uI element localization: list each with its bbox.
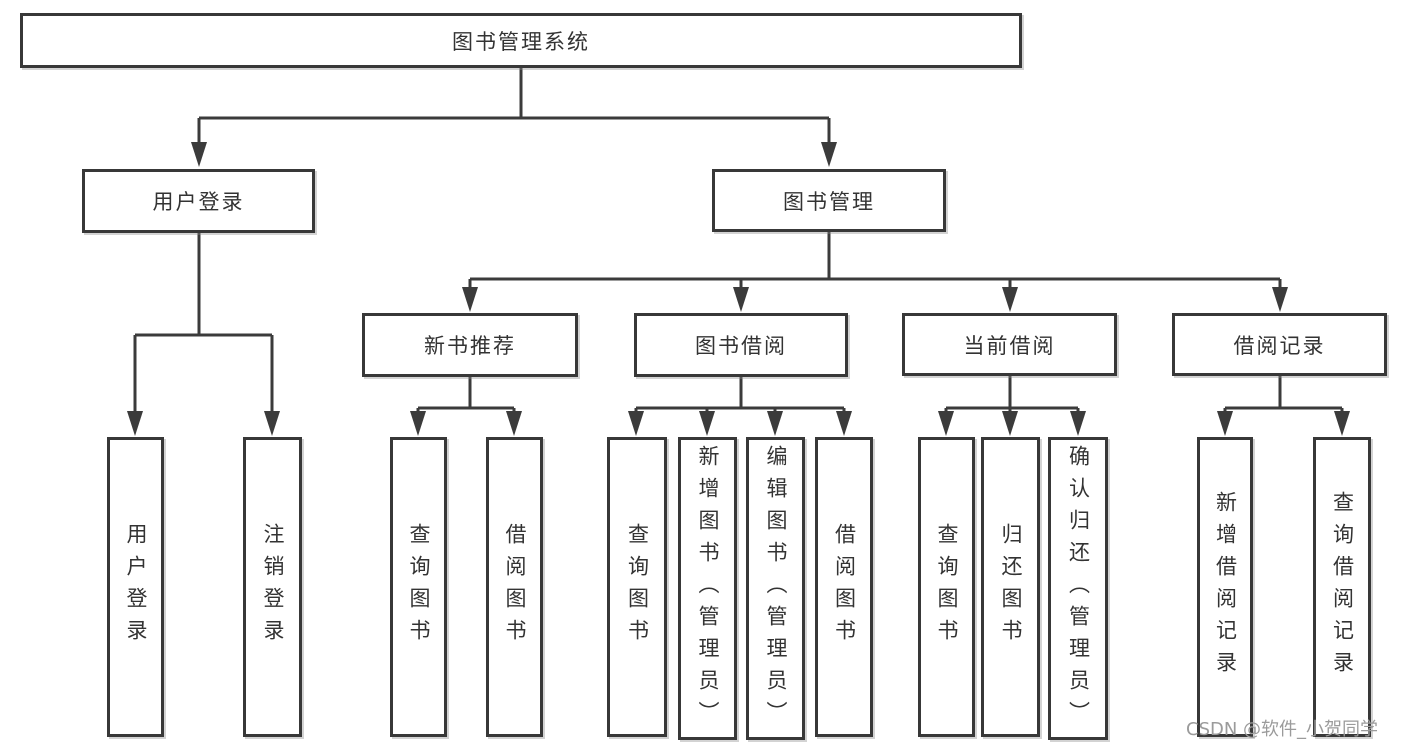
node-leaf-nbr-query-books-label: 查询图书 [407, 523, 431, 651]
arrowhead [506, 411, 522, 436]
node-leaf-bb-add-books-label: 新增图书（管理员） [696, 444, 720, 733]
arrowhead [191, 142, 207, 167]
arrowhead [821, 142, 837, 167]
node-leaf-bb-add-books: 新增图书（管理员） [678, 437, 737, 740]
node-leaf-br-query-record-label: 查询借阅记录 [1330, 491, 1355, 683]
node-leaf-cb-return-books: 归还图书 [981, 437, 1040, 737]
arrowhead [1002, 287, 1018, 312]
node-leaf-bb-edit-books: 编辑图书（管理员） [746, 437, 805, 740]
node-leaf-br-add-record: 新增借阅记录 [1197, 437, 1253, 737]
node-leaf-nbr-query-books: 查询图书 [390, 437, 447, 737]
node-new-book-recommend-label: 新书推荐 [424, 334, 516, 358]
node-leaf-nbr-borrow-books-label: 借阅图书 [503, 523, 527, 651]
node-leaf-logout-label: 注销登录 [261, 523, 285, 651]
arrowhead [1070, 411, 1086, 436]
node-borrow-records-label: 借阅记录 [1233, 333, 1326, 358]
node-book-borrow-label: 图书借阅 [695, 334, 787, 358]
arrowhead [767, 411, 783, 436]
node-user-login-label: 用户登录 [152, 190, 245, 214]
arrowhead [1334, 411, 1350, 436]
node-leaf-nbr-borrow-books: 借阅图书 [486, 437, 543, 737]
arrowhead [628, 411, 644, 436]
arrowhead [1272, 287, 1288, 312]
arrowhead [699, 411, 715, 436]
node-leaf-cb-query-books-label: 查询图书 [935, 523, 959, 651]
node-new-book-recommend: 新书推荐 [362, 313, 578, 377]
node-leaf-cb-confirm-return: 确认归还（管理员） [1048, 437, 1108, 740]
node-leaf-cb-confirm-return-label: 确认归还（管理员） [1066, 444, 1091, 733]
arrowhead [1217, 411, 1233, 436]
arrowhead [410, 411, 426, 436]
node-leaf-br-add-record-label: 新增借阅记录 [1213, 491, 1238, 683]
node-leaf-bb-edit-books-label: 编辑图书（管理员） [764, 444, 788, 733]
node-leaf-br-query-record: 查询借阅记录 [1313, 437, 1371, 737]
node-current-borrow: 当前借阅 [902, 313, 1117, 376]
arrowhead [1002, 411, 1018, 436]
node-book-management-label: 图书管理 [783, 189, 875, 214]
arrowhead-group [127, 142, 1350, 436]
node-book-borrow: 图书借阅 [634, 313, 848, 377]
node-root: 图书管理系统 [20, 13, 1022, 68]
node-leaf-user-login-label: 用户登录 [124, 523, 148, 651]
arrowhead [462, 287, 478, 312]
node-leaf-user-login: 用户登录 [107, 437, 164, 737]
node-leaf-bb-borrow-books: 借阅图书 [815, 437, 873, 737]
csdn-watermark: CSDN @软件_小贺同学 [1186, 719, 1379, 740]
node-leaf-logout: 注销登录 [243, 437, 302, 737]
node-borrow-records: 借阅记录 [1172, 313, 1387, 376]
node-leaf-bb-borrow-books-label: 借阅图书 [832, 523, 857, 651]
node-current-borrow-label: 当前借阅 [963, 333, 1056, 358]
node-leaf-cb-query-books: 查询图书 [918, 437, 975, 737]
node-book-management: 图书管理 [712, 169, 946, 232]
node-leaf-bb-query-books-label: 查询图书 [625, 523, 650, 651]
arrowhead [264, 411, 280, 436]
arrowhead [733, 287, 749, 312]
node-root-label: 图书管理系统 [452, 29, 590, 54]
node-user-login: 用户登录 [82, 169, 315, 233]
node-leaf-bb-query-books: 查询图书 [607, 437, 667, 737]
node-leaf-cb-return-books-label: 归还图书 [999, 523, 1023, 651]
arrowhead [836, 411, 852, 436]
arrowhead [938, 411, 954, 436]
arrowhead [127, 411, 143, 436]
